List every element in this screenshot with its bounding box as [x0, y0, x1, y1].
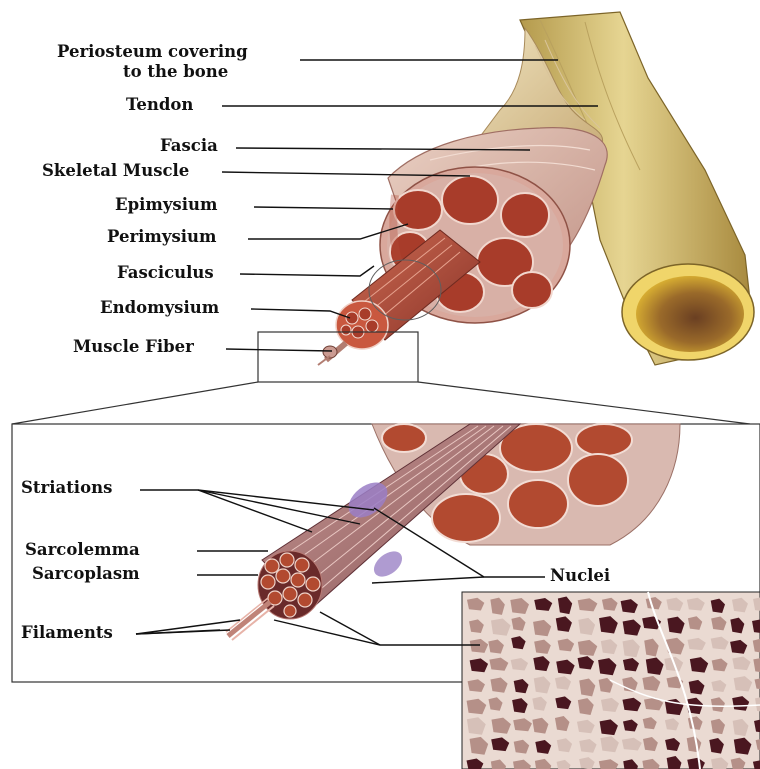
label-sarcoplasm: Sarcoplasm	[32, 564, 140, 584]
label-sarcolemma: Sarcolemma	[25, 540, 140, 560]
label-tendon: Tendon	[126, 95, 193, 115]
label-endomysium: Endomysium	[100, 298, 219, 318]
label-fascia: Fascia	[160, 136, 218, 156]
label-periosteum-line2: to the bone	[57, 62, 248, 82]
label-epimysium: Epimysium	[115, 195, 217, 215]
label-striations: Striations	[21, 478, 112, 498]
label-filaments: Filaments	[21, 623, 113, 643]
label-nuclei: Nuclei	[550, 566, 610, 586]
label-muscle-fiber: Muscle Fiber	[73, 337, 194, 357]
label-perimysium: Perimysium	[107, 227, 216, 247]
label-periosteum: Periosteum covering to the bone	[57, 42, 248, 82]
label-skeletal-muscle: Skeletal Muscle	[42, 161, 189, 181]
label-periosteum-line1: Periosteum covering	[57, 42, 248, 62]
micrograph-icon	[462, 592, 760, 769]
label-fasciculus: Fasciculus	[117, 263, 214, 283]
inset-callout-box	[258, 332, 418, 382]
